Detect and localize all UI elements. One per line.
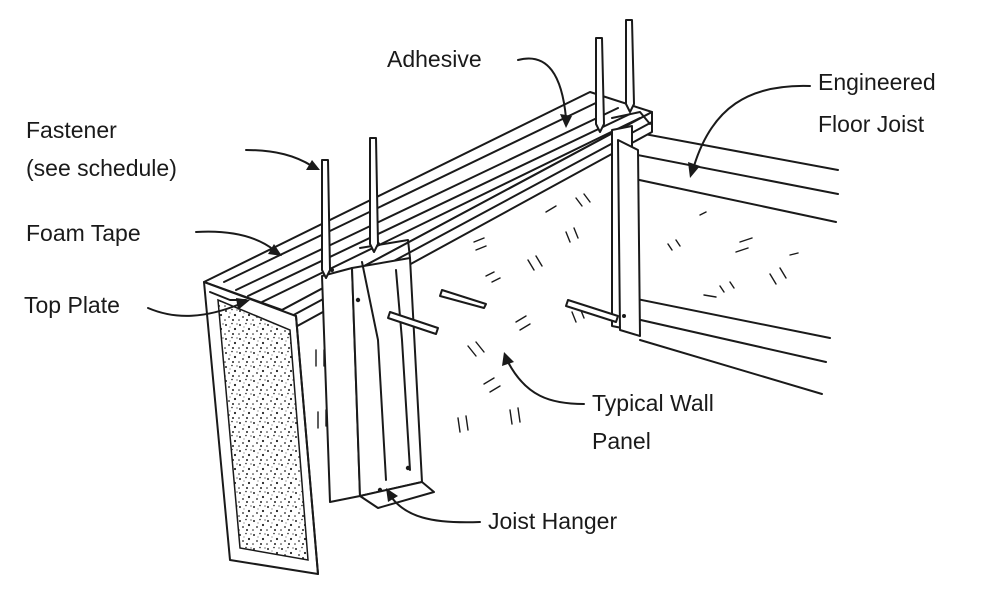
arrow-adhesive <box>517 57 567 119</box>
label-typical-wall-panel-line2: Panel <box>592 428 651 454</box>
label-adhesive: Adhesive <box>387 46 482 72</box>
nail-hole <box>622 314 626 318</box>
arrow-top-plate <box>147 303 241 317</box>
fasteners <box>321 19 635 279</box>
arrow-joist-hanger <box>391 497 481 524</box>
label-engineered-floor-joist-line2: Floor Joist <box>818 111 925 137</box>
wall-end-section <box>203 281 319 575</box>
nail-hole <box>405 465 411 471</box>
arrow-foam-tape <box>195 230 275 251</box>
leader-arrows <box>147 57 811 524</box>
nail-hole <box>330 268 334 272</box>
arrow-engineered-floor-joist <box>693 84 811 167</box>
label-foam-tape: Foam Tape <box>26 220 141 246</box>
label-fastener-line2: (see schedule) <box>26 155 177 181</box>
joist-hanger <box>321 239 435 509</box>
label-joist-hanger: Joist Hanger <box>488 508 618 534</box>
arrow-fastener <box>245 149 313 167</box>
engineered-floor-joist <box>611 127 839 395</box>
nail-hole <box>355 297 361 303</box>
joist-hanger-back <box>598 111 651 337</box>
arrow-typical-wall-panel <box>507 361 585 405</box>
label-typical-wall-panel-line1: Typical Wall <box>592 390 714 416</box>
label-top-plate: Top Plate <box>24 292 120 318</box>
horizontal-nails <box>387 289 619 335</box>
label-fastener-line1: Fastener <box>26 117 117 143</box>
top-plate <box>203 91 653 331</box>
nail-hole <box>377 487 383 493</box>
label-engineered-floor-joist-line1: Engineered <box>818 69 936 95</box>
